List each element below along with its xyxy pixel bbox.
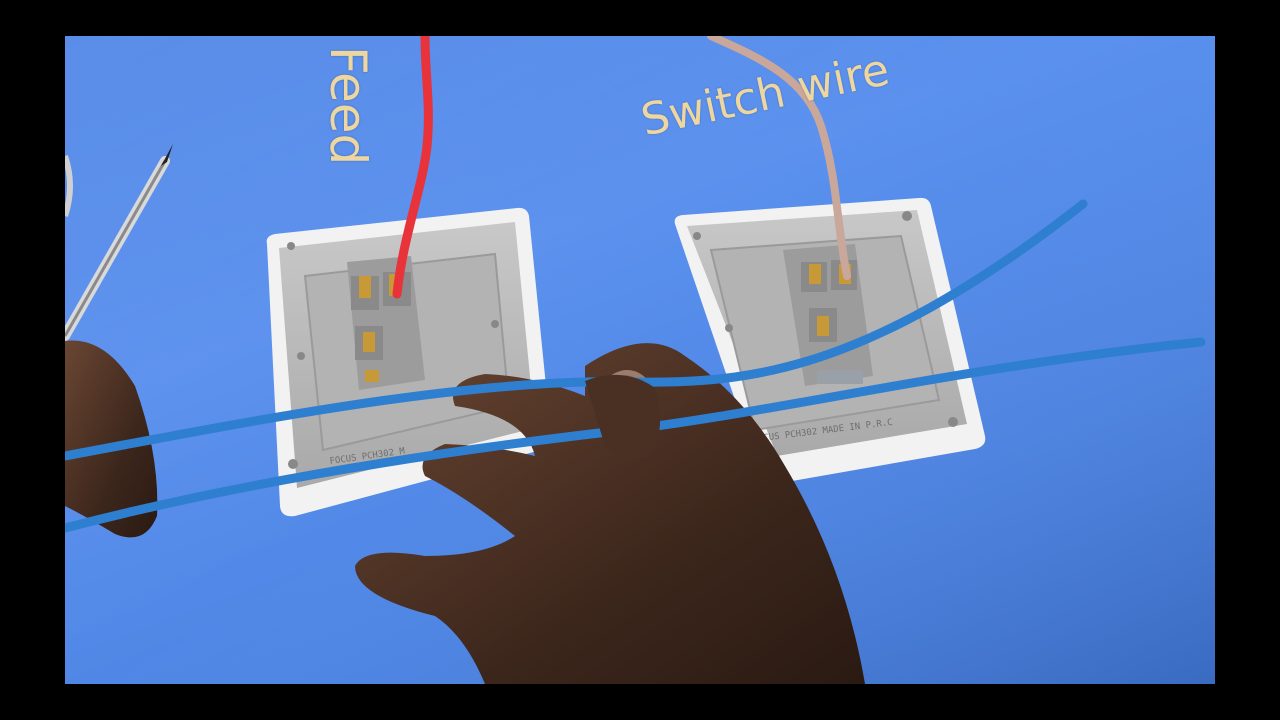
screwdriver — [65, 144, 173, 341]
left-terminal-block — [347, 256, 425, 390]
caption-feed: Feed — [319, 46, 377, 166]
photo-area: FOCUS PCH302 M — [65, 36, 1215, 684]
blue-wire-1 — [65, 199, 1088, 461]
switch-wire — [707, 36, 851, 280]
tool-edge — [65, 155, 73, 217]
scene-illustration: FOCUS PCH302 M — [65, 36, 1215, 684]
feed-wire — [392, 36, 433, 299]
thumb-over-wire — [585, 374, 661, 461]
